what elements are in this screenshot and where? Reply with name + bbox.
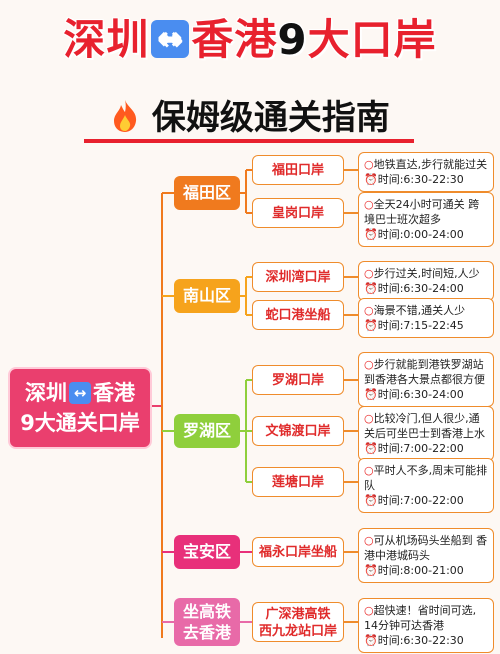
title-suffix: 大口岸 (307, 15, 437, 64)
clock-icon: ⏰ (364, 634, 378, 647)
port-west-kowloon-line1: 广深港高铁 (265, 607, 331, 622)
circle-icon: ○ (364, 358, 374, 371)
info-shenzhen-bay: ○步行过关,时间短,人少 ⏰时间:6:30-24:00 (358, 261, 494, 301)
clock-icon: ⏰ (364, 442, 378, 455)
district-highspeed-rail: 坐高铁 去香港 (174, 598, 240, 646)
fire-icon (110, 98, 152, 138)
subtitle-underline (84, 139, 414, 143)
clock-icon: ⏰ (364, 494, 378, 507)
info-huanggang: ○全天24小时可通关 跨境巴士班次超多 ⏰时间:0:00-24:00 (358, 192, 494, 247)
port-west-kowloon-line2: 西九龙站口岸 (258, 624, 337, 639)
title-hongkong: 香港 (191, 15, 278, 64)
clock-icon: ⏰ (364, 228, 378, 241)
circle-icon: ○ (364, 604, 374, 617)
circle-icon: ○ (364, 158, 374, 171)
info-fuyong: ○可从机场码头坐船到 香港中港城码头 ⏰时间:8:00-21:00 (358, 528, 494, 583)
district-baoan: 宝安区 (174, 535, 240, 569)
district-nanshan: 南山区 (174, 279, 240, 313)
district-futian: 福田区 (174, 176, 240, 210)
root-line2: 9大通关口岸 (20, 411, 140, 435)
district-highspeed-line2: 去香港 (182, 623, 231, 642)
title-number: 9 (277, 15, 308, 64)
port-shekou: 蛇口港坐船 (252, 300, 344, 330)
circle-icon: ○ (364, 464, 374, 477)
info-shekou: ○海景不错,通关人少 ⏰时间:7:15-22:45 (358, 298, 494, 338)
subtitle-text: 保姆级通关指南 (151, 98, 390, 138)
clock-icon: ⏰ (364, 319, 378, 332)
circle-icon: ○ (364, 267, 374, 280)
port-luohu: 罗湖口岸 (252, 365, 344, 395)
port-liantang: 莲塘口岸 (252, 467, 344, 497)
left-right-arrow-icon: ↔ (69, 382, 91, 404)
port-fuyong: 福永口岸坐船 (252, 537, 344, 567)
circle-icon: ○ (364, 534, 374, 547)
info-futian: ○地铁直达,步行就能过关 ⏰时间:6:30-22:30 (358, 152, 494, 192)
info-liantang: ○平时人不多,周末可能排队 ⏰时间:7:00-22:00 (358, 458, 494, 513)
clock-icon: ⏰ (364, 564, 378, 577)
info-wenjindu: ○比较冷门,但人很少,通关后可坐巴士到香港上水 ⏰时间:7:00-22:00 (358, 406, 494, 461)
root-line1: 深圳↔香港 (25, 381, 135, 405)
info-west-kowloon: ○超快速！省时间可选, 14分钟可达香港 ⏰时间:6:30-22:30 (358, 598, 494, 653)
title-shenzhen: 深圳 (63, 15, 150, 64)
left-right-arrow-icon: ↔ (151, 20, 190, 58)
port-shenzhen-bay: 深圳湾口岸 (252, 262, 344, 292)
clock-icon: ⏰ (364, 388, 378, 401)
circle-icon: ○ (364, 304, 374, 317)
subtitle: 保姆级通关指南 (0, 90, 500, 139)
port-west-kowloon: 广深港高铁 西九龙站口岸 (252, 602, 344, 642)
clock-icon: ⏰ (364, 173, 378, 186)
circle-icon: ○ (364, 412, 374, 425)
port-wenjindu: 文锦渡口岸 (252, 416, 344, 446)
district-highspeed-line1: 坐高铁 (182, 602, 231, 621)
root-node: 深圳↔香港 9大通关口岸 (8, 367, 152, 449)
clock-icon: ⏰ (364, 282, 378, 295)
info-luohu: ○步行就能到港铁罗湖站 到香港各大景点都很方便 ⏰时间:6:30-24:00 (358, 352, 494, 407)
port-huanggang: 皇岗口岸 (252, 198, 344, 228)
district-luohu: 罗湖区 (174, 414, 240, 448)
main-title: 深圳↔香港9大口岸 (0, 6, 500, 67)
port-futian: 福田口岸 (252, 155, 344, 185)
circle-icon: ○ (364, 198, 374, 211)
